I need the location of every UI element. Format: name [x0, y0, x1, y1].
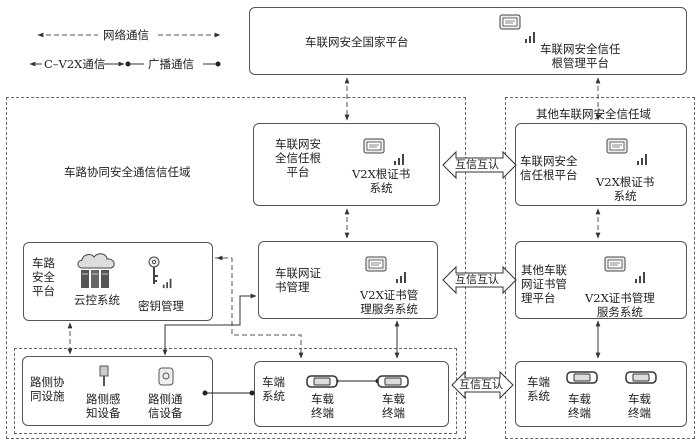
- roadside-facility: [22, 356, 213, 426]
- national-platform: [249, 7, 687, 75]
- car-icon: [625, 371, 657, 384]
- other-cert-management-platform: [515, 241, 687, 319]
- legend-network-label: 网络通信: [103, 28, 149, 42]
- root-management-label: 车联网安全信任 根管理平台: [540, 42, 621, 70]
- certificate-icon: [604, 256, 626, 272]
- signal-icon: [396, 272, 406, 283]
- trust-root-system: V2X根证书 系统: [352, 167, 411, 195]
- other-trust-root-platform: [515, 123, 687, 206]
- roadside-sensor-label: 路侧感 知设备: [86, 392, 121, 420]
- vehicle-terminal-left-1: 车载 终端: [311, 392, 334, 420]
- other-trust-root-label: 车联网安全 信任根平台: [520, 154, 578, 182]
- mutual-trust-label-3: 互信互认: [459, 378, 503, 391]
- vehicle-terminal-right-2: 车载 终端: [628, 392, 651, 420]
- vehicle-terminal-left-2: 车载 终端: [382, 392, 405, 420]
- certificate-icon: [606, 138, 628, 154]
- cert-service-system: V2X证书管 理服务系统: [360, 288, 419, 316]
- other-cert-service-system: V2X证书管理 服务系统: [585, 291, 655, 319]
- roadside-platform-label: 车路 安全 平台: [32, 256, 55, 298]
- trust-root-platform: [253, 123, 440, 206]
- vehicle-system-left-label: 车端 系统: [262, 375, 285, 403]
- roadside-comm-label: 路侧通 信设备: [148, 392, 183, 420]
- key-management-label: 密钥管理: [138, 299, 184, 313]
- domain-left-title: 车路协同安全通信信任域: [64, 165, 191, 179]
- car-icon: [377, 375, 409, 388]
- signal-icon: [637, 154, 647, 165]
- vehicle-system-right-label: 车端 系统: [527, 375, 550, 403]
- vehicle-system-right: [515, 361, 687, 427]
- signal-icon: [162, 278, 172, 289]
- legend-broadcast-label: 广播通信: [148, 57, 194, 71]
- roadside-facility-label: 路侧协 同设施: [30, 375, 65, 403]
- signal-icon: [394, 154, 404, 165]
- cert-management-label: 车联网证 书管理: [275, 266, 321, 294]
- vehicle-terminal-right-1: 车载 终端: [568, 392, 591, 420]
- trust-root-label: 车联网安 全信任根 平台: [275, 137, 321, 179]
- certificate-icon: [499, 14, 521, 30]
- cloud-control-label: 云控系统: [74, 293, 120, 307]
- cloud-server-icon: [77, 253, 115, 288]
- certificate-icon: [365, 256, 387, 272]
- car-icon: [566, 371, 598, 384]
- signal-icon: [635, 272, 645, 283]
- mutual-trust-label-1: 互信互认: [455, 158, 499, 171]
- vehicle-system-left: [254, 361, 449, 427]
- roadside-sensor-icon: [99, 365, 109, 386]
- other-root-cert-system: V2X根证书 系统: [596, 175, 655, 203]
- roadside-comm-icon: [158, 367, 174, 386]
- national-platform-title: 车联网安全国家平台: [305, 35, 409, 49]
- car-icon: [306, 375, 338, 388]
- key-icon: [148, 256, 160, 284]
- signal-icon: [525, 32, 535, 43]
- domain-right-title: 其他车联网安全信任域: [536, 107, 651, 121]
- other-cert-management-label: 其他车联 网证书管 理平台: [521, 263, 567, 305]
- certificate-icon: [363, 138, 385, 154]
- legend-cv2x-label: C–V2X通信: [44, 57, 106, 71]
- mutual-trust-label-2: 互信互认: [455, 273, 499, 286]
